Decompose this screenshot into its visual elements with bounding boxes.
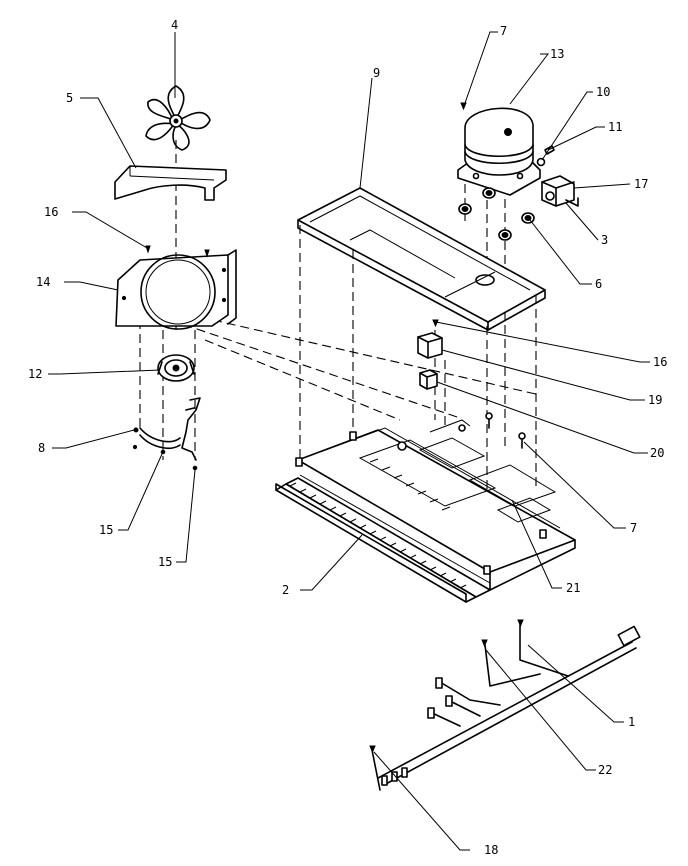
fan-motor (157, 354, 195, 382)
fan-blade (145, 85, 211, 151)
callout-6: 6 (595, 277, 602, 291)
callout-15-right: 15 (158, 555, 172, 569)
callout-12: 12 (28, 367, 42, 381)
callout-13: 13 (550, 47, 564, 61)
callout-4: 4 (171, 18, 178, 32)
compressor (457, 107, 541, 196)
motor-strap (132, 397, 201, 471)
callout-2: 2 (282, 583, 289, 597)
callout-22: 22 (598, 763, 612, 777)
callout-15-left: 15 (99, 523, 113, 537)
callout-3: 3 (601, 233, 608, 247)
callout-14: 14 (36, 275, 50, 289)
callout-8: 8 (38, 441, 45, 455)
base-pan (275, 419, 576, 603)
leader-lines (48, 31, 650, 851)
compressor-plate (297, 187, 546, 331)
capacitor (417, 332, 443, 359)
fan-bracket (115, 245, 237, 330)
fan-shroud (114, 165, 227, 201)
callout-18: 18 (484, 843, 498, 857)
wiring-harness (369, 619, 641, 791)
relay (536, 145, 579, 207)
callout-1: 1 (628, 715, 635, 729)
callout-16-left: 16 (44, 205, 58, 219)
callout-20: 20 (650, 446, 664, 460)
callout-5: 5 (66, 91, 73, 105)
callout-7-top: 7 (500, 24, 507, 38)
callout-7-bottom: 7 (630, 521, 637, 535)
callout-9: 9 (373, 66, 380, 80)
callout-11: 11 (608, 120, 622, 134)
callout-21: 21 (566, 581, 580, 595)
screws (432, 319, 526, 449)
callout-labels: 4 5 9 7 13 10 11 17 3 6 16 14 16 12 19 8… (28, 18, 667, 857)
callout-16-right: 16 (653, 355, 667, 369)
callout-17: 17 (634, 177, 648, 191)
grommets (458, 102, 535, 241)
tray-ribs (289, 458, 467, 589)
start-device (419, 369, 438, 390)
callout-19: 19 (648, 393, 662, 407)
callout-10: 10 (596, 85, 610, 99)
